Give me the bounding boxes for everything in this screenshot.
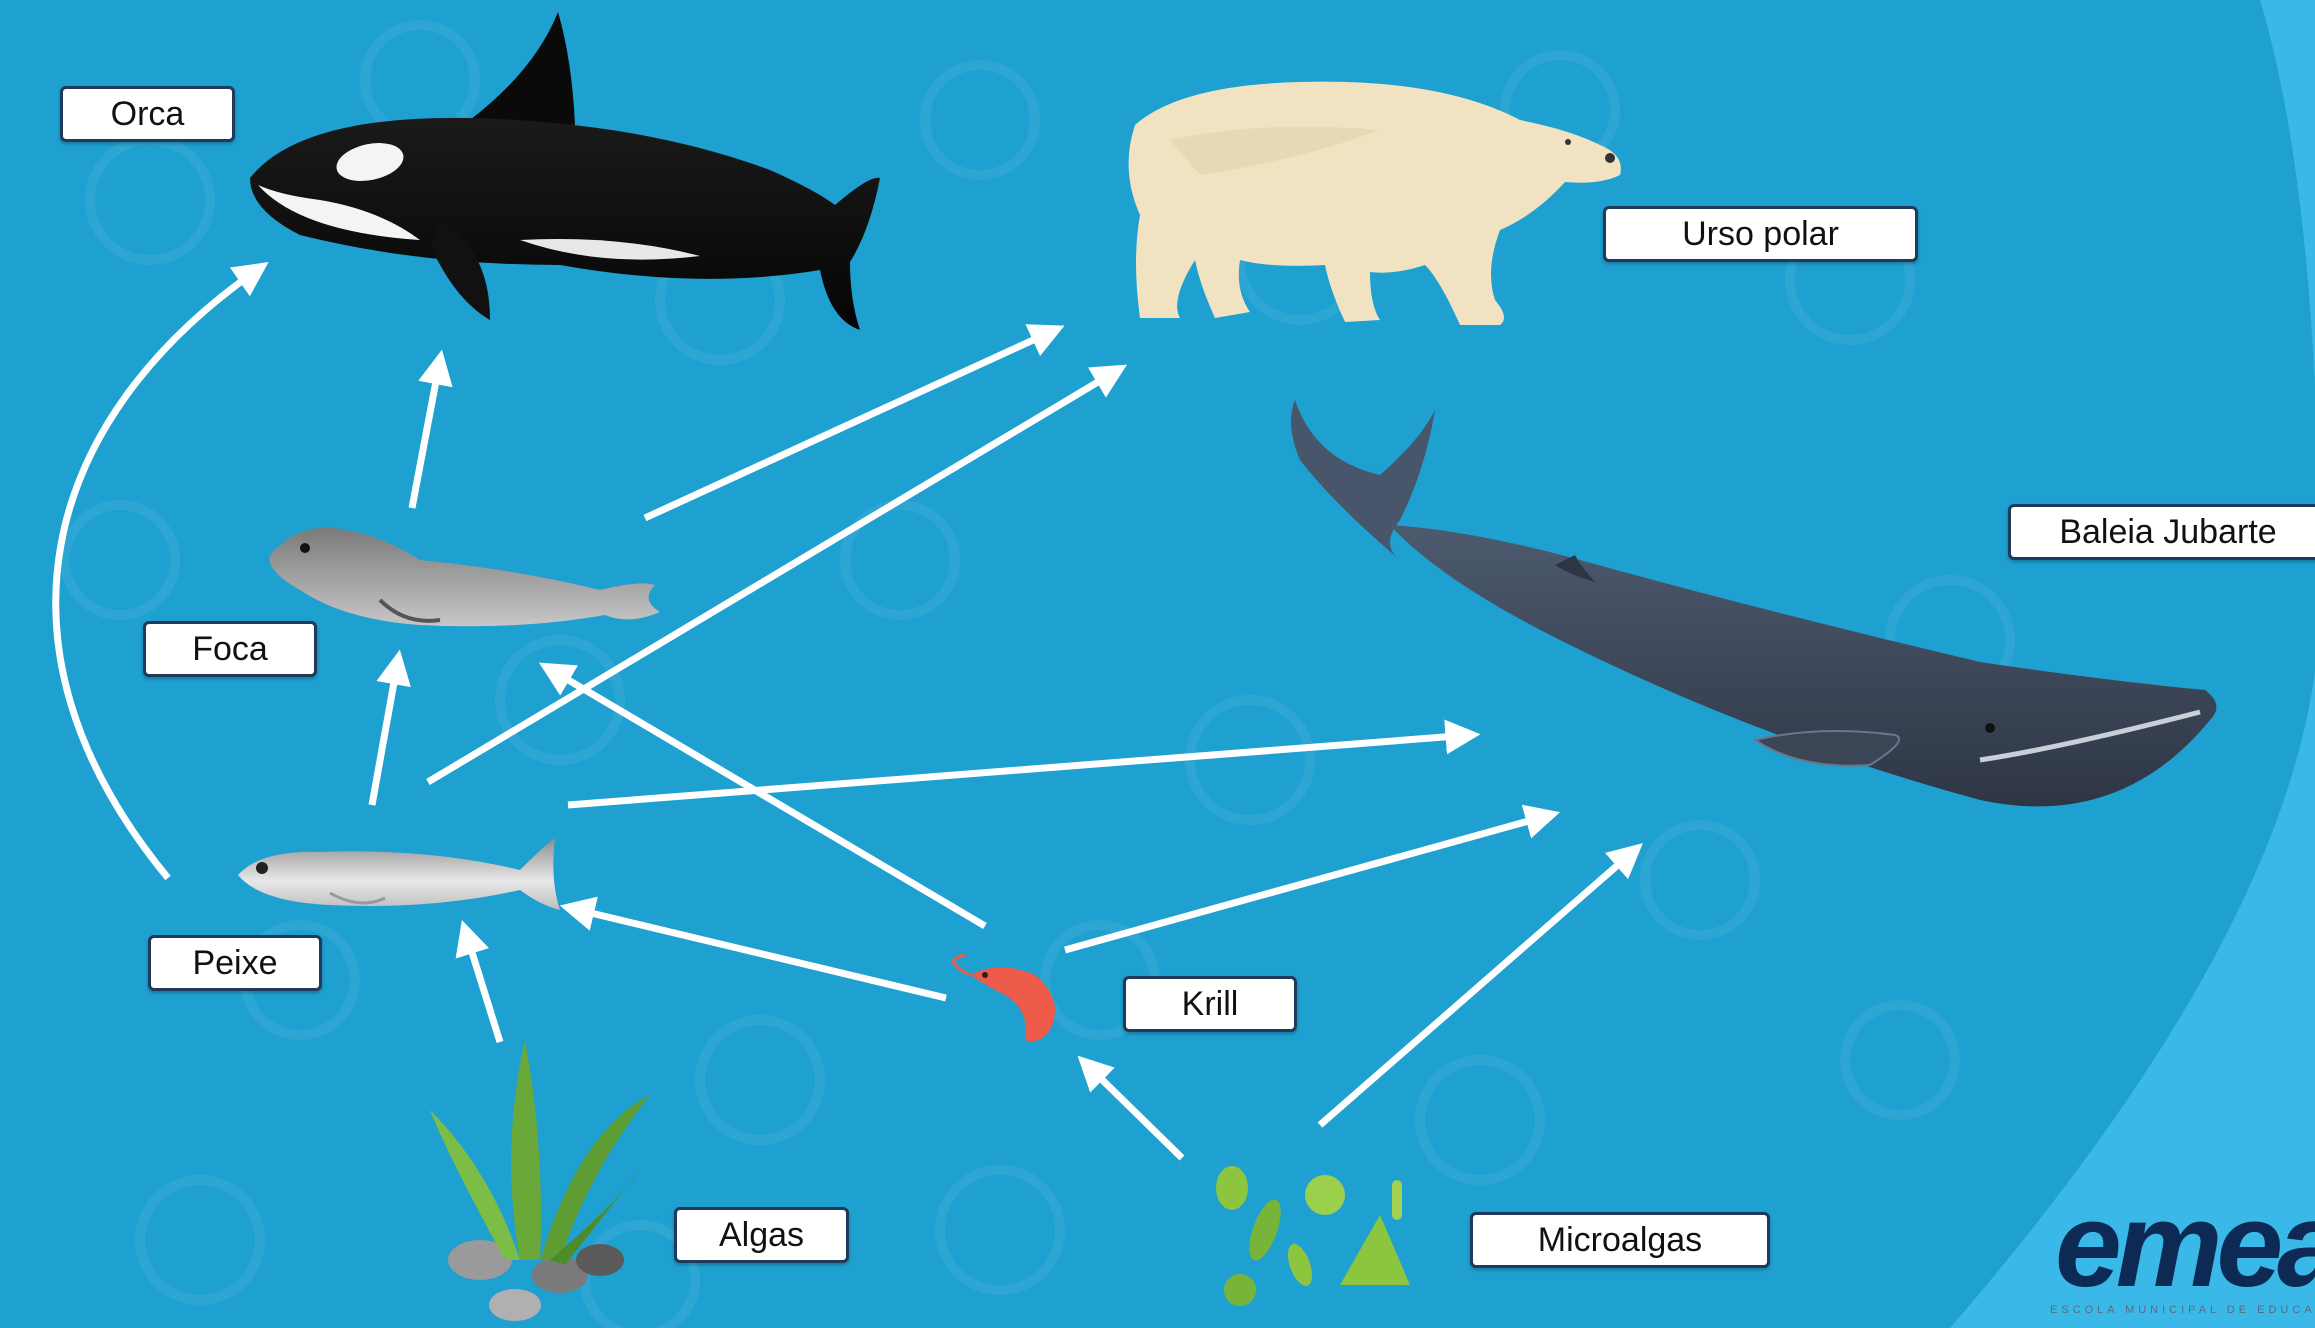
logo-wordmark: emea xyxy=(2055,1180,2315,1310)
logo-subtitle: ESCOLA MUNICIPAL DE EDUCAÇÃO AMBIENTAL xyxy=(2050,1304,2315,1316)
label-algas: Algas xyxy=(674,1207,849,1263)
emea-logo: emea ESCOLA MUNICIPAL DE EDUCAÇÃO AMBIEN… xyxy=(2040,1180,2315,1328)
arrow-peixe-orca xyxy=(56,268,260,878)
algae-illustration xyxy=(430,1040,650,1321)
fish-illustration xyxy=(238,838,560,910)
krill-illustration xyxy=(954,955,1055,1041)
arrow-microalgas-baleia xyxy=(1320,850,1635,1125)
polar-bear-illustration xyxy=(1129,82,1621,325)
arrow-krill-peixe xyxy=(570,908,946,998)
seal-illustration xyxy=(269,528,660,626)
label-peixe: Peixe xyxy=(148,935,322,991)
label-orca: Orca xyxy=(60,86,235,142)
orca-illustration xyxy=(250,12,880,330)
arrow-krill-foca xyxy=(548,668,985,926)
microalgae-illustration xyxy=(1216,1166,1410,1306)
arrow-group xyxy=(56,268,1635,1158)
arrow-algas-peixe xyxy=(465,930,500,1042)
arrow-peixe-foca xyxy=(372,660,398,805)
label-baleia-jubarte: Baleia Jubarte xyxy=(2008,504,2315,560)
label-foca: Foca xyxy=(143,621,317,677)
arrow-peixe-baleia xyxy=(568,735,1470,805)
arrow-foca-orca xyxy=(412,360,440,508)
arrow-microalgas-krill xyxy=(1085,1063,1182,1158)
label-microalgas: Microalgas xyxy=(1470,1212,1770,1268)
label-urso-polar: Urso polar xyxy=(1603,206,1918,262)
humpback-whale-illustration xyxy=(1291,400,2216,806)
arrow-krill-baleia xyxy=(1065,815,1550,950)
label-krill: Krill xyxy=(1123,976,1297,1032)
